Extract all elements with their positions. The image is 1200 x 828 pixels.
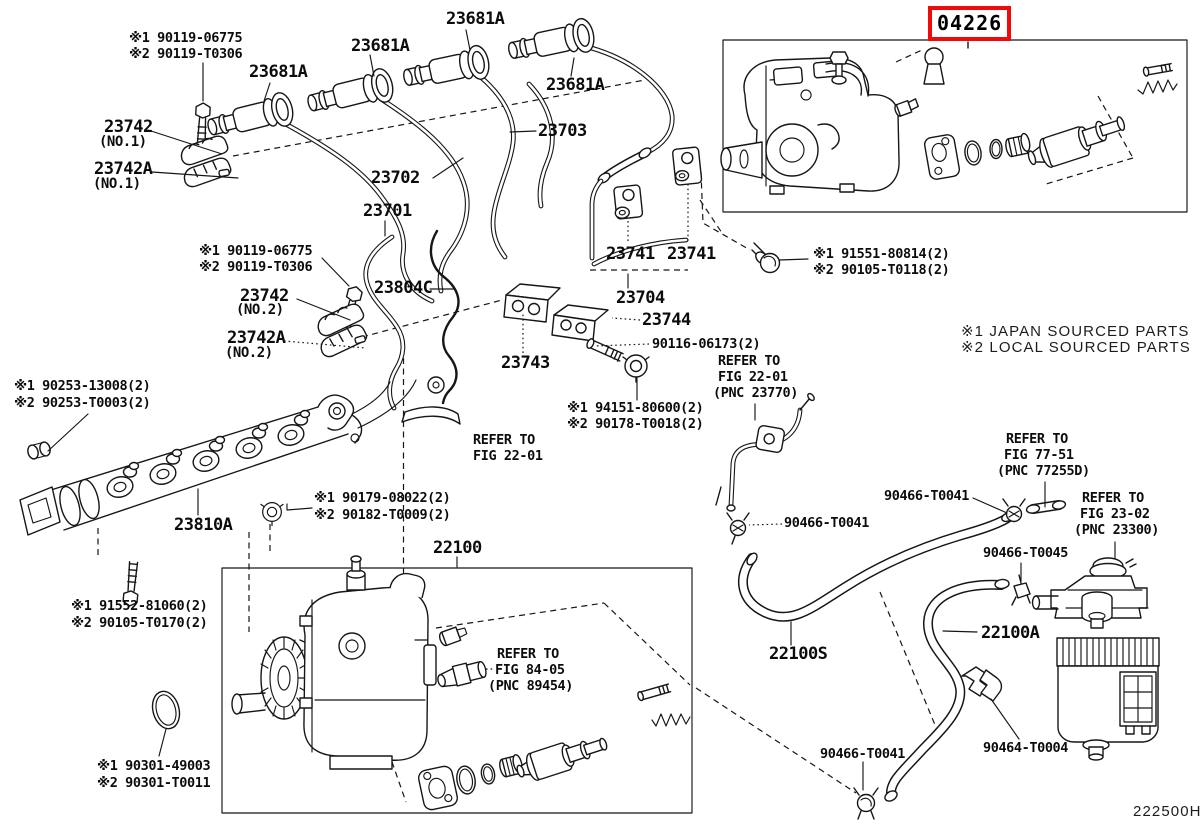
label-23742a: 23742A [227,328,286,348]
label-23744: 23744 [642,310,691,330]
selected-part-number[interactable]: 04226 [928,6,1012,41]
label-2-90253-t0003-2: ※2 90253-T0003(2) [14,395,151,411]
label-2-90119-t0306: ※2 90119-T0306 [129,46,243,62]
label-no-1: (NO.1) [99,134,147,150]
label-no-1: (NO.1) [93,176,141,192]
label-1-90119-06775: ※1 90119-06775 [129,30,243,46]
label-23703: 23703 [538,121,587,141]
label-22100: 22100 [433,538,482,558]
label-23681a: 23681A [546,75,605,95]
label-222500h: 222500H [1133,803,1200,820]
label-23704: 23704 [616,288,665,308]
label-2-90105-t0118-2: ※2 90105-T0118(2) [813,262,950,278]
label-1-90253-13008-2: ※1 90253-13008(2) [14,378,151,394]
label-2-90119-t0306: ※2 90119-T0306 [199,259,313,275]
label-fig-84-05: FIG 84-05 [495,662,565,678]
label-pnc-89454: (PNC 89454) [488,678,574,694]
label-2-local-sourced-parts: ※2 LOCAL SOURCED PARTS [961,339,1191,356]
label-90466-t0045: 90466-T0045 [983,545,1069,561]
label-1-91551-80814-2: ※1 91551-80814(2) [813,246,950,262]
label-90466-t0041: 90466-T0041 [884,488,970,504]
label-refer-to: REFER TO [1082,490,1144,506]
label-23681a: 23681A [351,36,410,56]
label-pnc-23770: (PNC 23770) [713,385,799,401]
label-90466-t0041: 90466-T0041 [784,515,870,531]
label-fig-23-02: FIG 23-02 [1080,506,1150,522]
label-23701: 23701 [363,201,412,221]
label-fig-22-01: FIG 22-01 [473,448,543,464]
label-90116-06173-2: 90116-06173(2) [652,336,761,352]
label-2-90178-t0018-2: ※2 90178-T0018(2) [567,416,704,432]
label-22100a: 22100A [981,623,1040,643]
label-90466-t0041: 90466-T0041 [820,746,906,762]
label-90464-t0004: 90464-T0004 [983,740,1069,756]
label-2-90301-t0011: ※2 90301-T0011 [97,775,211,791]
label-no-2: (NO.2) [236,302,284,318]
label-no-2: (NO.2) [225,345,273,361]
label-1-91552-81060-2: ※1 91552-81060(2) [71,598,208,614]
label-23804c: 23804C [374,278,433,298]
label-23741: 23741 [667,244,716,264]
label-refer-to: REFER TO [497,646,559,662]
label-2-90105-t0170-2: ※2 90105-T0170(2) [71,615,208,631]
label-23810a: 23810A [174,515,233,535]
label-23742: 23742 [104,117,153,137]
label-fig-22-01: FIG 22-01 [718,369,788,385]
label-1-90301-49003: ※1 90301-49003 [97,758,211,774]
label-23702: 23702 [371,168,420,188]
label-refer-to: REFER TO [718,353,780,369]
label-1-90179-08022-2: ※1 90179-08022(2) [314,490,451,506]
label-1-90119-06775: ※1 90119-06775 [199,243,313,259]
label-refer-to: REFER TO [1006,431,1068,447]
label-23681a: 23681A [249,62,308,82]
label-2-90182-t0009-2: ※2 90182-T0009(2) [314,507,451,523]
label-fig-77-51: FIG 77-51 [1004,447,1074,463]
label-23741: 23741 [606,244,655,264]
label-pnc-77255d: (PNC 77255D) [997,463,1090,479]
label-1-94151-80600-2: ※1 94151-80600(2) [567,400,704,416]
label-1-japan-sourced-parts: ※1 JAPAN SOURCED PARTS [961,323,1190,340]
label-pnc-23300: (PNC 23300) [1074,522,1160,538]
label-23742a: 23742A [94,159,153,179]
label-23742: 23742 [240,286,289,306]
label-23743: 23743 [501,353,550,373]
label-refer-to: REFER TO [473,432,535,448]
label-23681a: 23681A [446,9,505,29]
label-22100s: 22100S [769,644,828,664]
